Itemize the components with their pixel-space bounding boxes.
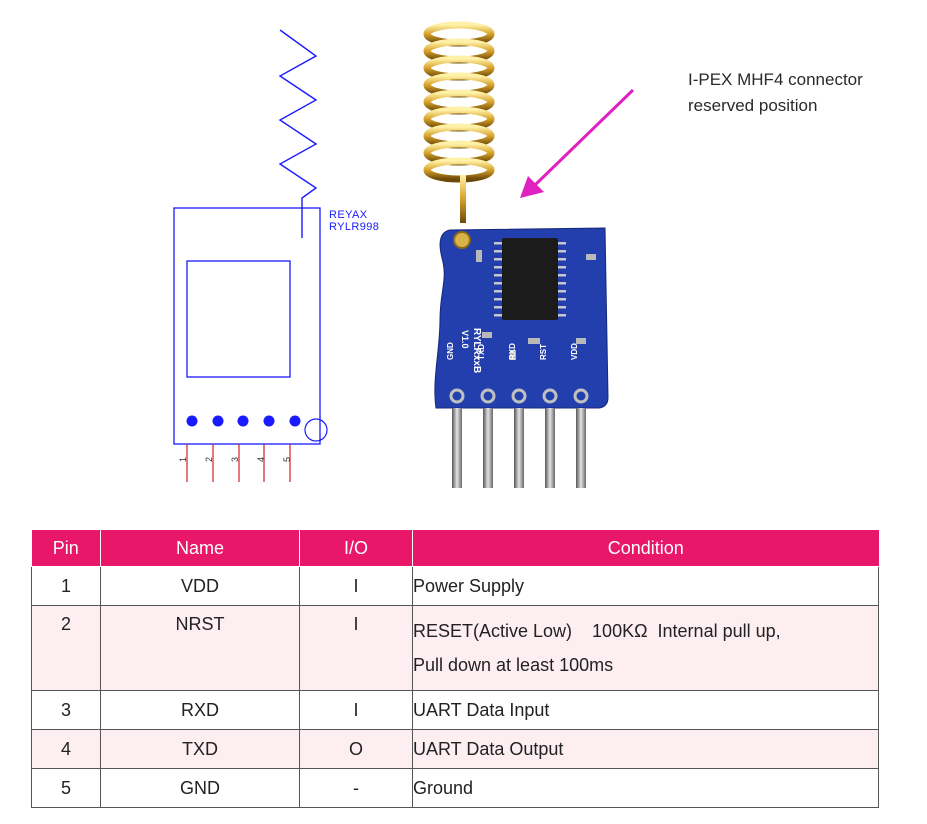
cell-condition: UART Data Input [412,690,879,730]
header-name: Name [100,530,300,567]
header-pins [452,408,586,488]
pin-table: Pin Name I/O Condition 1 VDD I Power Sup… [31,530,879,808]
pin-dot [186,415,198,427]
board-model-text: RYLRxxB [471,328,482,373]
callout-arrow-icon [520,88,635,198]
cell-condition: Power Supply [412,566,879,606]
module-inner-square [186,260,291,378]
cell-name: RXD [100,690,300,730]
pin-label-vdd: VDD [570,343,579,360]
pin-number-3: 3 [230,456,240,462]
cell-pin: 3 [31,690,101,730]
cell-io: I [299,605,413,691]
ic-chip [502,238,558,320]
pin-number-1: 1 [178,456,188,462]
schematic-label-model: RYLR998 [329,221,380,233]
board-version-text: V1.0 [460,330,470,349]
pin-label-gnd: GND [446,342,455,360]
antenna-zigzag-icon [278,29,318,238]
smd-components [476,250,596,360]
cell-io: I [299,690,413,730]
schematic-label-brand: REYAX [329,209,368,221]
cell-pin: 1 [31,566,101,606]
connector-circle [304,418,328,442]
callout-line-2: reserved position [688,96,818,115]
pin-label-rxd: RXD [508,343,517,360]
pin-dot [289,415,301,427]
pin-dot [237,415,249,427]
header-condition: Condition [412,530,879,567]
pin-label-rst: RST [539,344,548,360]
condition-line-2: Pull down at least 100ms [413,655,614,675]
cell-io: - [299,768,413,808]
connector-callout: I-PEX MHF4 connector reserved position [688,67,863,119]
table-row: 2 NRST I RESET(Active Low) 100KΩ Interna… [31,605,879,691]
cell-name: NRST [100,605,300,691]
module-photo: RYLRxxB V1.0 GND TXD RXD RST VDD [423,21,609,488]
cell-io: I [299,566,413,606]
cell-pin: 4 [31,729,101,769]
condition-line-1: RESET(Active Low) 100KΩ Internal pull up… [413,621,781,641]
schematic-label: REYAX RYLR998 [329,209,379,233]
pin-number-2: 2 [204,456,214,462]
module-outline [173,207,321,445]
cell-name: VDD [100,566,300,606]
cell-condition: UART Data Output [412,729,879,769]
pin-number-4: 4 [256,456,266,462]
table-row: 1 VDD I Power Supply [31,566,879,606]
table-row: 4 TXD O UART Data Output [31,729,879,769]
callout-line-1: I-PEX MHF4 connector [688,70,863,89]
pin-dot [212,415,224,427]
header-io: I/O [299,530,413,567]
table-header-row: Pin Name I/O Condition [31,530,879,567]
cell-condition: RESET(Active Low) 100KΩ Internal pull up… [412,605,879,691]
pin-dot [263,415,275,427]
antenna-pad-icon [453,231,471,249]
header-pin: Pin [31,530,101,567]
spring-antenna-icon [423,21,495,223]
cell-condition: Ground [412,768,879,808]
pin-leads [186,444,291,482]
cell-io: O [299,729,413,769]
cell-pin: 2 [31,605,101,691]
cell-pin: 5 [31,768,101,808]
table-row: 5 GND - Ground [31,768,879,808]
cell-name: TXD [100,729,300,769]
pin-number-5: 5 [282,456,292,462]
ic-pins [494,242,566,317]
table-row: 3 RXD I UART Data Input [31,690,879,730]
cell-name: GND [100,768,300,808]
pin-label-txd: TXD [477,344,486,360]
module-schematic-symbol [173,29,328,482]
